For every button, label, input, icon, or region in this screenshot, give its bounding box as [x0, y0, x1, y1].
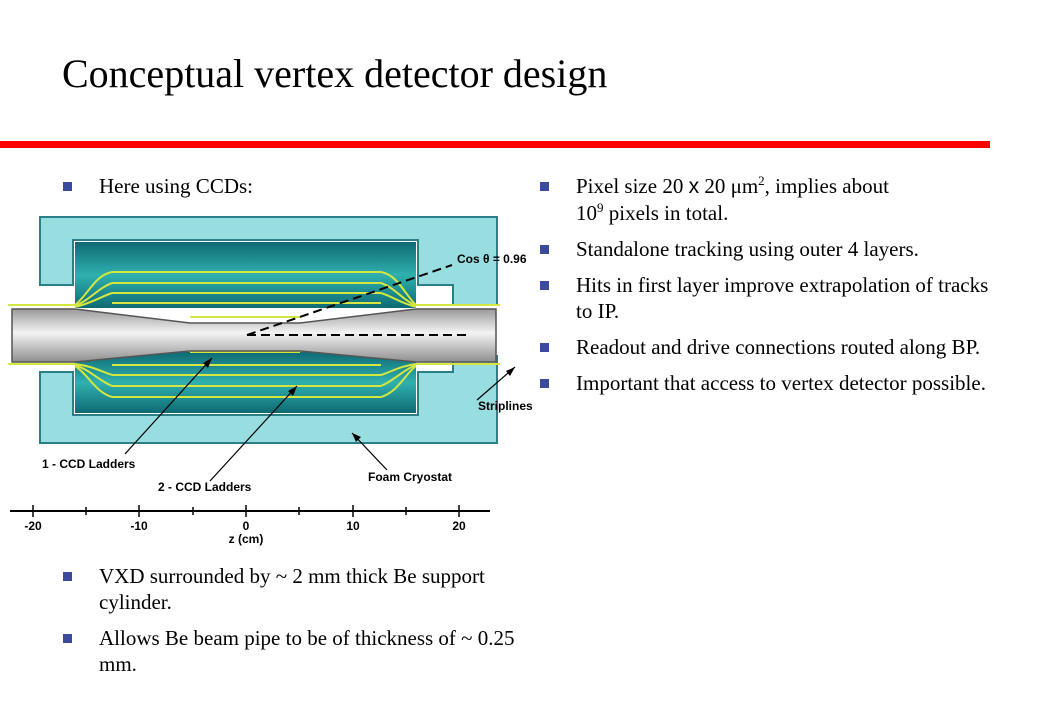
bullet-text: Allows Be beam pipe to be of thickness o… [99, 626, 515, 676]
bullet-item: Standalone tracking using outer 4 layers… [540, 236, 1000, 262]
bullet-item: Readout and drive connections routed alo… [540, 334, 1000, 360]
arrow-head [506, 367, 515, 376]
left-top-bullets: Here using CCDs: [63, 173, 483, 209]
leader-ladders1 [124, 357, 213, 455]
bullet-square-icon [63, 182, 72, 191]
bullet-square-icon [540, 245, 549, 254]
z-axis-label: z (cm) [229, 532, 264, 546]
tick-label: 0 [243, 519, 250, 533]
bullet-text: VXD surrounded by ~ 2 mm thick Be suppor… [99, 564, 485, 614]
arrow-head [288, 386, 297, 396]
bullet-square-icon [540, 182, 549, 191]
bullet-text: Standalone tracking using outer 4 layers… [576, 237, 919, 261]
slide-title: Conceptual vertex detector design [62, 51, 608, 96]
bullet-item: Hits in first layer improve extrapolatio… [540, 272, 1000, 324]
foam-cryostat-label: Foam Cryostat [368, 470, 452, 484]
bullet-square-icon [540, 343, 549, 352]
bullet-item: VXD surrounded by ~ 2 mm thick Be suppor… [63, 563, 523, 615]
arrow-head [203, 358, 212, 368]
bullet-item: Important that access to vertex detector… [540, 370, 1000, 396]
bullet-text: Hits in first layer improve extrapolatio… [576, 273, 989, 323]
tick-label: 10 [346, 519, 360, 533]
leader-ladders2 [209, 385, 298, 482]
left-bottom-bullets: VXD surrounded by ~ 2 mm thick Be suppor… [63, 563, 523, 687]
title-divider [0, 141, 990, 148]
inner-volume-bottom [75, 352, 416, 413]
cos-theta-label: Cos θ = 0.96 [457, 252, 527, 266]
arrow-head [352, 433, 361, 442]
tick-label: -20 [24, 519, 42, 533]
ccd-ladders-bottom [74, 351, 417, 398]
bullet-square-icon [63, 572, 72, 581]
z-axis-ticks [32, 505, 460, 517]
cos-theta-line [246, 264, 453, 336]
tick-label: 20 [452, 519, 466, 533]
tick-label: -10 [130, 519, 148, 533]
bullet-square-icon [540, 281, 549, 290]
foam-cryostat [39, 216, 498, 444]
inner-volume-top [75, 242, 416, 308]
striplines-label: Striplines [478, 399, 533, 413]
bullet-square-icon [63, 634, 72, 643]
ccd-ladders-2-label: 2 - CCD Ladders [158, 480, 252, 494]
bullet-item: Allows Be beam pipe to be of thickness o… [63, 625, 523, 677]
ccd-ladders-top [74, 271, 417, 318]
bullet-text: Here using CCDs: [99, 174, 253, 198]
bullet-item: Here using CCDs: [63, 173, 483, 199]
bullet-text: Readout and drive connections routed alo… [576, 335, 981, 359]
bullet-square-icon [540, 379, 549, 388]
ccd-ladders-1-label: 1 - CCD Ladders [42, 457, 136, 471]
bullet-text: Important that access to vertex detector… [576, 371, 986, 395]
